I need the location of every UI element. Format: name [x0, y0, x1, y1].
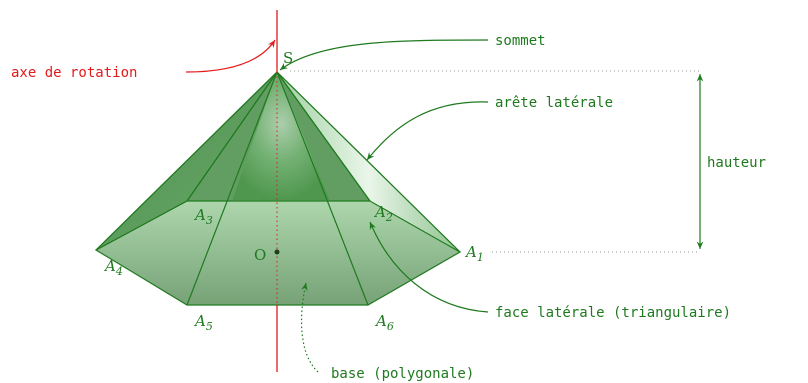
vertex-label-a5: A5: [193, 312, 213, 333]
lateral-face-front-center: [232, 72, 330, 201]
rotation-axis-arrow: [185, 39, 276, 73]
vertex-label-a2: A2: [373, 203, 393, 224]
base-arrow: [300, 282, 319, 373]
apex-arrow: [279, 39, 489, 71]
vertex-label-a1: A1: [464, 243, 484, 264]
lateral-edges: [95, 71, 461, 306]
lateral-face-label: face latérale (triangulaire): [495, 305, 731, 321]
vertex-label-a4: A4: [103, 257, 123, 278]
center-label: O: [254, 246, 266, 264]
lateral-edge-arrow: [366, 101, 489, 161]
base-label: base (polygonale): [331, 366, 474, 382]
lateral-face-arrow: [369, 221, 489, 313]
vertex-label-a3: A3: [193, 206, 213, 227]
lateral-edge-label: arête latérale: [495, 95, 613, 111]
apex-label: S: [283, 49, 293, 67]
height-label: hauteur: [707, 155, 766, 171]
center-point: [274, 249, 280, 255]
vertex-label-a6: A6: [374, 312, 394, 333]
apex-name-label: sommet: [495, 33, 546, 49]
rotation-axis-label: axe de rotation: [11, 65, 137, 81]
